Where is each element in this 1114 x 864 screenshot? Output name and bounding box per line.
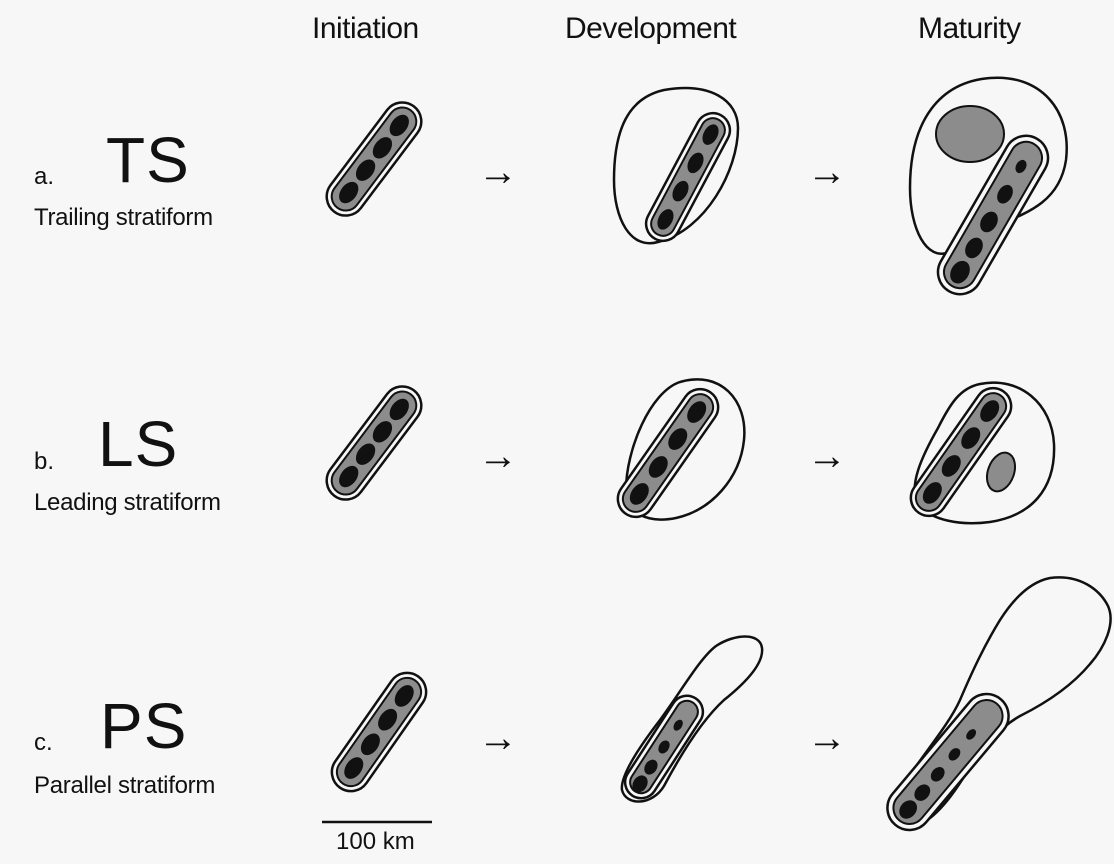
ls-initiation-cells bbox=[319, 379, 429, 507]
ts-development-system bbox=[614, 88, 738, 247]
scale-bar-label: 100 km bbox=[336, 828, 415, 856]
ps-development-system bbox=[619, 637, 762, 805]
ts-initiation-cells bbox=[319, 95, 429, 223]
ls-maturity-system bbox=[904, 381, 1054, 523]
ps-initiation-cells bbox=[324, 665, 433, 798]
ts-maturity-system bbox=[910, 78, 1067, 303]
ls-development-system bbox=[611, 379, 745, 524]
ps-maturity-system bbox=[878, 577, 1110, 839]
